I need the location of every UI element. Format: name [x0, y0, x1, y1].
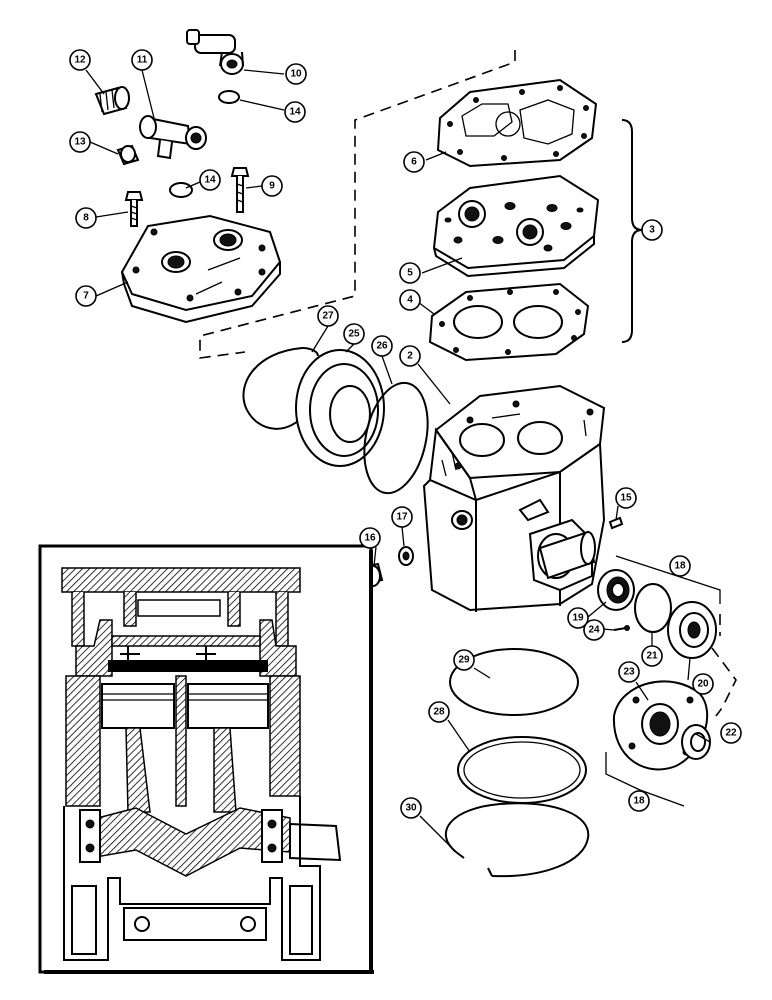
callout-10: 10 — [285, 63, 307, 85]
svg-text:18: 18 — [633, 796, 645, 807]
callout-17: 17 — [391, 506, 413, 528]
callout-5: 5 — [399, 262, 421, 284]
brace-item-3 — [621, 119, 643, 343]
o-ring-21 — [634, 583, 672, 633]
callout-26: 26 — [371, 335, 393, 357]
callout-30: 30 — [400, 797, 422, 819]
svg-text:27: 27 — [322, 311, 334, 322]
callout-4: 4 — [399, 289, 421, 311]
svg-text:13: 13 — [74, 137, 86, 148]
fitting-10 — [186, 29, 244, 75]
callout-3: 3 — [641, 219, 663, 241]
svg-text:8: 8 — [83, 213, 89, 224]
callout-22: 22 — [720, 722, 742, 744]
svg-text:20: 20 — [697, 679, 709, 690]
svg-text:12: 12 — [74, 55, 86, 66]
svg-text:18: 18 — [674, 561, 686, 572]
svg-text:16: 16 — [364, 533, 376, 544]
fitting-12 — [94, 86, 130, 116]
callout-11: 11 — [131, 49, 153, 71]
snap-ring-30 — [444, 802, 590, 878]
seal-seat-20 — [667, 601, 717, 659]
o-ring-14-mid — [169, 182, 193, 198]
callout-23: 23 — [618, 661, 640, 683]
callout-25: 25 — [343, 323, 365, 345]
svg-text:28: 28 — [433, 707, 445, 718]
callout-15: 15 — [615, 487, 637, 509]
svg-text:23: 23 — [623, 667, 635, 678]
o-ring-29 — [449, 648, 579, 716]
svg-text:10: 10 — [290, 69, 302, 80]
callout-19: 19 — [567, 607, 589, 629]
cross-section-inset — [38, 544, 374, 974]
gasket-6 — [436, 78, 598, 168]
callout-9: 9 — [261, 175, 283, 197]
callout-18-top: 18 — [669, 555, 691, 577]
bracket-18-top — [615, 555, 721, 604]
callout-24: 24 — [583, 619, 605, 641]
dashed-seal-bracket — [711, 614, 737, 717]
svg-text:30: 30 — [405, 803, 417, 814]
gasket-28 — [457, 736, 587, 804]
callout-14-mid: 14 — [199, 169, 221, 191]
callout-6: 6 — [403, 151, 425, 173]
svg-text:14: 14 — [289, 107, 301, 118]
o-ring-26 — [363, 381, 429, 495]
svg-text:22: 22 — [725, 728, 737, 739]
callout-21: 21 — [641, 645, 663, 667]
snap-ring-27 — [242, 347, 319, 430]
seal-22 — [681, 724, 711, 760]
svg-text:19: 19 — [572, 613, 584, 624]
svg-text:6: 6 — [411, 157, 417, 168]
bolt-8 — [124, 191, 144, 227]
callout-27: 27 — [317, 305, 339, 327]
svg-text:5: 5 — [407, 268, 413, 279]
pin-24 — [613, 625, 630, 631]
callout-28: 28 — [428, 701, 450, 723]
svg-text:24: 24 — [588, 625, 600, 636]
svg-text:4: 4 — [407, 295, 413, 306]
svg-text:17: 17 — [396, 512, 408, 523]
valve-plate-5 — [432, 174, 600, 278]
o-ring-14-top — [218, 90, 240, 104]
callout-29: 29 — [453, 649, 475, 671]
callout-2: 2 — [399, 345, 421, 367]
svg-text:9: 9 — [269, 181, 275, 192]
callout-20: 20 — [692, 673, 714, 695]
svg-text:29: 29 — [458, 655, 470, 666]
compressor-body-2 — [422, 384, 606, 612]
shaft-seal-19 — [597, 569, 635, 611]
svg-text:26: 26 — [376, 341, 388, 352]
svg-text:15: 15 — [620, 493, 632, 504]
seal-plate-25 — [295, 349, 385, 467]
svg-text:11: 11 — [137, 55, 148, 66]
svg-text:21: 21 — [646, 651, 658, 662]
callout-16: 16 — [359, 527, 381, 549]
fitting-11 — [139, 115, 207, 160]
gasket-4 — [428, 282, 590, 362]
cylinder-head-7 — [120, 214, 282, 324]
callout-13: 13 — [69, 131, 91, 153]
callout-7: 7 — [75, 285, 97, 307]
callout-18-bottom: 18 — [628, 790, 650, 812]
callout-14-top: 14 — [284, 101, 306, 123]
bracket-18-bottom — [605, 752, 685, 807]
leader-lines — [85, 69, 711, 849]
callout-12: 12 — [69, 49, 91, 71]
svg-text:14: 14 — [204, 175, 216, 186]
svg-text:25: 25 — [348, 329, 360, 340]
callout-8: 8 — [75, 207, 97, 229]
dashed-group-bracket — [199, 50, 516, 359]
svg-text:2: 2 — [407, 351, 413, 362]
washer-17 — [398, 546, 414, 566]
cap-13 — [116, 144, 140, 166]
svg-text:7: 7 — [83, 291, 89, 302]
svg-text:3: 3 — [649, 225, 655, 236]
bolt-9 — [230, 167, 250, 213]
